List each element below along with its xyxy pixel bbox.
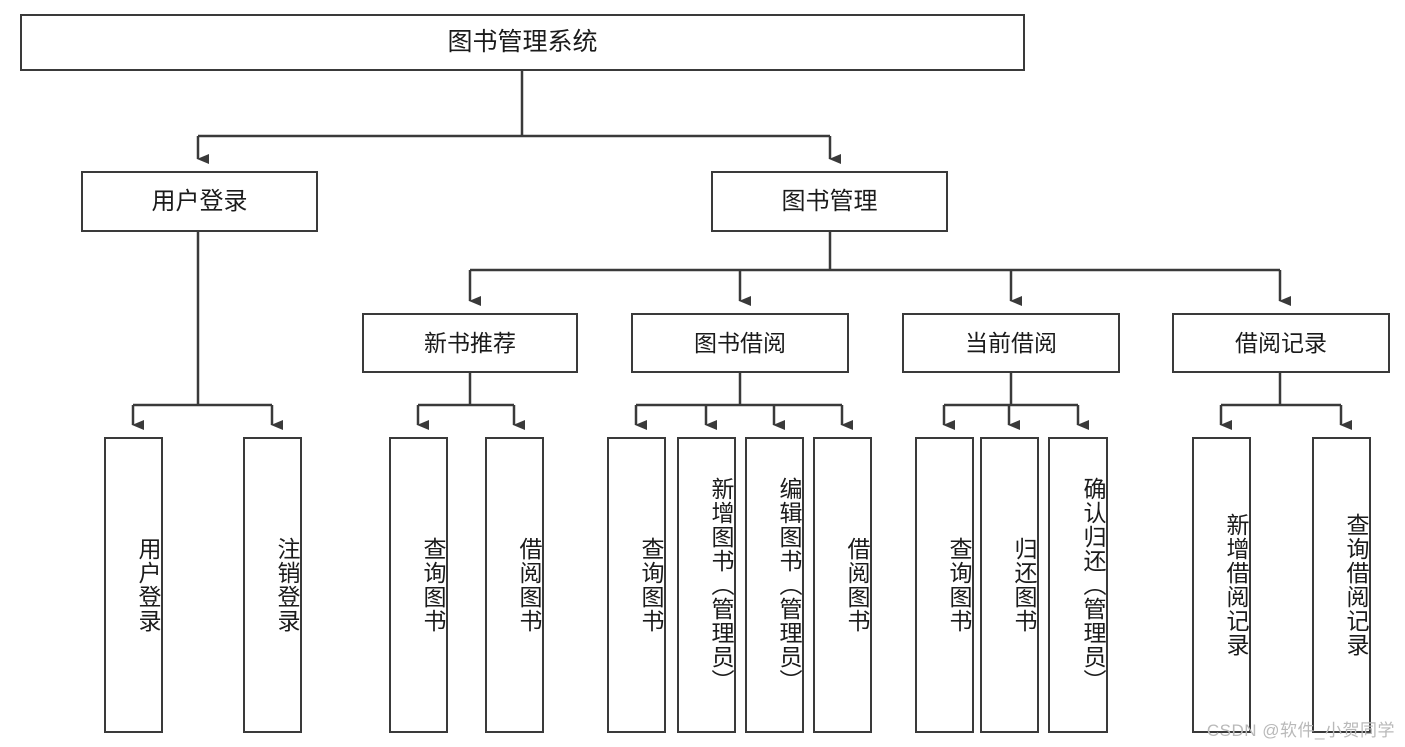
leaf-borrow-book-recommend-label: 借阅图书 bbox=[516, 537, 542, 633]
leaf-query-book-borrow-label: 查询图书 bbox=[638, 537, 664, 633]
leaf-logout[interactable]: 注销登录 bbox=[243, 437, 302, 733]
leaf-query-book-recommend[interactable]: 查询图书 bbox=[389, 437, 448, 733]
leaf-borrow-book[interactable]: 借阅图书 bbox=[813, 437, 872, 733]
node-new-book-recommend[interactable]: 新书推荐 bbox=[362, 313, 578, 373]
csdn-watermark: CSDN @软件_小贺同学 bbox=[1206, 721, 1395, 740]
leaf-user-login[interactable]: 用户登录 bbox=[104, 437, 163, 733]
leaf-add-borrow-record[interactable]: 新增借阅记录 bbox=[1192, 437, 1251, 733]
node-borrow-record[interactable]: 借阅记录 bbox=[1172, 313, 1390, 373]
leaf-confirm-return-label: 确认归还（管理员） bbox=[1080, 477, 1106, 693]
leaf-borrow-book-label: 借阅图书 bbox=[844, 537, 870, 633]
leaf-add-book[interactable]: 新增图书（管理员） bbox=[677, 437, 736, 733]
leaf-logout-label: 注销登录 bbox=[274, 537, 300, 633]
node-book-borrow[interactable]: 图书借阅 bbox=[631, 313, 849, 373]
leaf-borrow-book-recommend[interactable]: 借阅图书 bbox=[485, 437, 544, 733]
node-current-borrow[interactable]: 当前借阅 bbox=[902, 313, 1120, 373]
node-user-login[interactable]: 用户登录 bbox=[81, 171, 318, 232]
node-book-manage[interactable]: 图书管理 bbox=[711, 171, 948, 232]
node-root-system[interactable]: 图书管理系统 bbox=[20, 14, 1025, 71]
leaf-query-book-recommend-label: 查询图书 bbox=[420, 537, 446, 633]
leaf-add-borrow-record-label: 新增借阅记录 bbox=[1223, 513, 1249, 657]
leaf-edit-book[interactable]: 编辑图书（管理员） bbox=[745, 437, 804, 733]
leaf-edit-book-label: 编辑图书（管理员） bbox=[776, 477, 802, 693]
leaf-confirm-return[interactable]: 确认归还（管理员） bbox=[1048, 437, 1108, 733]
leaf-query-book-current[interactable]: 查询图书 bbox=[915, 437, 974, 733]
leaf-query-book-current-label: 查询图书 bbox=[946, 537, 972, 633]
leaf-query-borrow-record[interactable]: 查询借阅记录 bbox=[1312, 437, 1371, 733]
leaf-query-book-borrow[interactable]: 查询图书 bbox=[607, 437, 666, 733]
leaf-return-book-label: 归还图书 bbox=[1011, 537, 1037, 633]
leaf-add-book-label: 新增图书（管理员） bbox=[708, 477, 734, 693]
leaf-query-borrow-record-label: 查询借阅记录 bbox=[1343, 513, 1369, 657]
leaf-return-book[interactable]: 归还图书 bbox=[980, 437, 1039, 733]
leaf-user-login-label: 用户登录 bbox=[135, 537, 161, 633]
